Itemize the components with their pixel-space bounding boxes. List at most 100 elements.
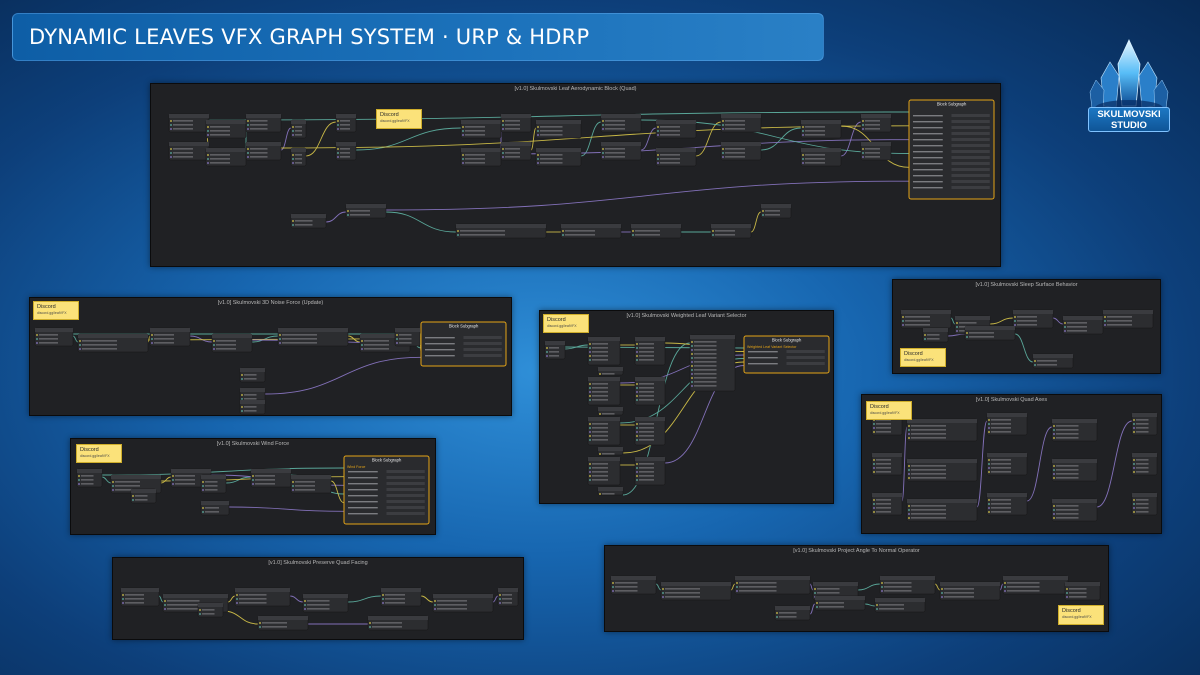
graph-node[interactable] [634,416,666,446]
graph-node[interactable] [120,587,160,607]
graph-node[interactable] [211,333,253,353]
graph-node[interactable] [394,327,421,347]
graph-node[interactable] [689,334,736,392]
block-subgraph-panel[interactable]: Block Subgraph [908,99,995,200]
graph-window-quadfacing[interactable]: [v1.0] Skulmovski Preserve Quad Facing [112,557,524,640]
graph-node[interactable] [812,581,859,601]
graph-node[interactable] [239,367,266,383]
graph-node[interactable] [544,340,566,360]
graph-node[interactable] [234,587,291,607]
graph-node[interactable] [860,113,892,133]
graph-node[interactable] [290,474,332,494]
graph-node[interactable] [774,605,811,621]
graph-node[interactable] [110,474,162,494]
graph-window-variant[interactable]: [v1.0] Skulmovski Weighted Leaf Variant … [539,310,834,504]
graph-node[interactable] [290,147,307,167]
graph-node[interactable] [460,147,502,167]
graph-node[interactable] [660,581,732,601]
graph-node[interactable] [634,336,666,366]
graph-canvas[interactable] [862,395,1161,533]
graph-node[interactable] [432,593,494,613]
graph-node[interactable] [734,575,811,595]
graph-node[interactable] [634,376,666,406]
graph-node[interactable] [1131,412,1158,436]
graph-node[interactable] [906,458,978,482]
graph-node[interactable] [200,500,230,516]
graph-node[interactable] [1002,575,1069,595]
graph-node[interactable] [871,492,903,516]
graph-node[interactable] [610,575,657,595]
graph-window-noise[interactable]: [v1.0] Skulmovski 3D Noise Force (Update… [29,297,512,416]
graph-node[interactable] [205,119,247,139]
graph-node[interactable] [77,333,149,353]
graph-node[interactable] [655,147,697,167]
block-subgraph-panel[interactable]: Block Subgraph [420,321,507,367]
graph-node[interactable] [1051,498,1098,522]
graph-node[interactable] [986,452,1028,476]
graph-node[interactable] [800,119,842,139]
graph-node[interactable] [600,141,642,161]
graph-node[interactable] [860,141,892,161]
graph-node[interactable] [290,119,307,139]
graph-node[interactable] [197,602,224,618]
graph-node[interactable] [250,468,292,488]
graph-node[interactable] [597,446,624,456]
graph-node[interactable] [760,203,792,219]
graph-canvas[interactable]: Block Subgraph [30,298,511,415]
graph-node[interactable] [986,492,1028,516]
graph-node[interactable] [800,147,842,167]
graph-node[interactable] [871,452,903,476]
graph-node[interactable] [922,327,949,343]
graph-node[interactable] [168,113,210,133]
graph-window-aero[interactable]: [v1.0] Skulmovski Leaf Aerodynamic Block… [150,83,1001,267]
graph-node[interactable] [168,141,210,161]
graph-node[interactable] [455,223,547,239]
graph-window-sleep[interactable]: [v1.0] Skulmovski Sleep Surface Behavior… [892,279,1161,374]
graph-canvas[interactable]: Block Subgraph [151,84,1000,266]
graph-canvas[interactable] [893,280,1160,373]
graph-node[interactable] [720,113,762,133]
graph-node[interactable] [634,456,666,486]
graph-node[interactable] [1012,309,1054,329]
graph-node[interactable] [900,309,952,329]
graph-node[interactable] [302,593,349,613]
graph-node[interactable] [587,376,621,406]
graph-node[interactable] [290,213,327,229]
graph-node[interactable] [597,366,624,376]
graph-node[interactable] [1051,418,1098,442]
graph-node[interactable] [1131,492,1158,516]
graph-node[interactable] [130,488,157,504]
graph-node[interactable] [535,119,582,139]
graph-node[interactable] [245,141,282,161]
graph-node[interactable] [560,223,622,239]
graph-node[interactable] [720,141,762,161]
graph-node[interactable] [497,587,519,607]
graph-node[interactable] [380,587,422,607]
graph-node[interactable] [600,113,642,133]
graph-node[interactable] [34,327,74,347]
graph-node[interactable] [655,119,697,139]
graph-node[interactable] [1032,353,1074,369]
graph-node[interactable] [335,113,357,133]
graph-node[interactable] [597,406,624,416]
graph-node[interactable] [345,203,387,219]
graph-node[interactable] [906,498,978,522]
graph-node[interactable] [710,223,752,239]
graph-node[interactable] [245,113,282,133]
graph-node[interactable] [535,147,582,167]
graph-node[interactable] [879,575,936,595]
graph-node[interactable] [1051,458,1098,482]
graph-node[interactable] [814,595,866,611]
graph-node[interactable] [277,327,349,347]
graph-node[interactable] [630,223,682,239]
graph-node[interactable] [149,327,191,347]
graph-canvas[interactable] [113,558,523,639]
graph-node[interactable] [587,336,621,366]
graph-node[interactable] [986,412,1028,436]
graph-node[interactable] [257,615,309,631]
graph-node[interactable] [1064,581,1101,601]
